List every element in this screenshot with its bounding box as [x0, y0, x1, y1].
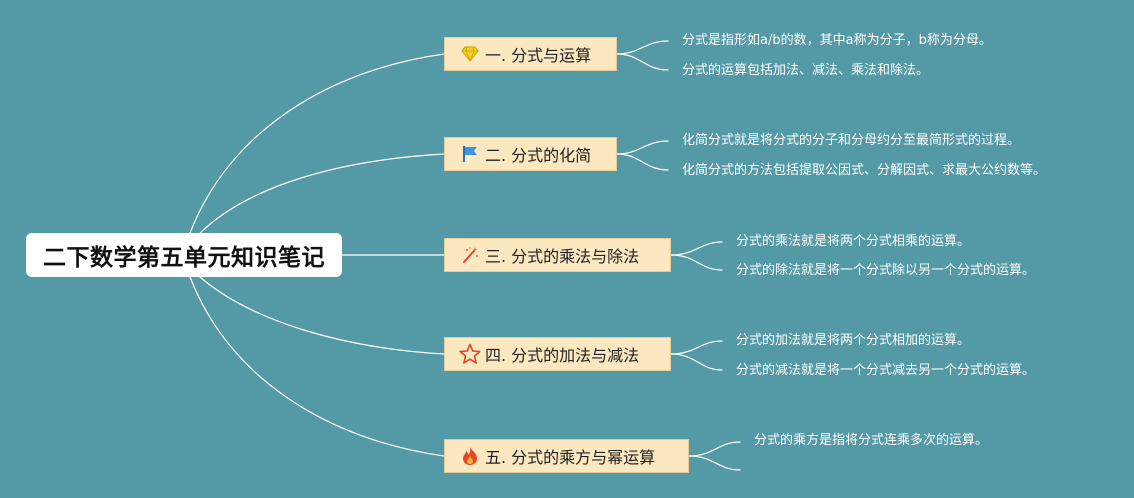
connector-branch-1-leaf-2: [616, 53, 669, 71]
magic-wand-icon: [459, 244, 481, 266]
root-topic[interactable]: 二下数学第五单元知识笔记: [26, 233, 342, 277]
connector-branch-5-leaf-2: [688, 455, 741, 471]
connector-root-branch-4: [199, 276, 445, 355]
branch-label-3: 三. 分式的乘法与除法: [485, 247, 640, 266]
gem-icon: [459, 43, 481, 65]
connector-branch-4-leaf-2: [670, 353, 723, 371]
branch-label-5: 五. 分式的乘方与幂运算: [485, 448, 656, 467]
connector-root-branch-1: [189, 53, 445, 234]
leaf-1-1[interactable]: 分式是指形如a/b的数，其中a称为分子，b称为分母。: [682, 33, 992, 48]
connector-branch-2-leaf-2: [616, 153, 669, 171]
leaf-2-1[interactable]: 化简分式就是将分式的分子和分母约分至最简形式的过程。: [682, 133, 1021, 148]
leaf-3-2[interactable]: 分式的除法就是将一个分式除以另一个分式的运算。: [736, 263, 1036, 278]
connector-branch-1-leaf-1: [616, 40, 669, 55]
leaf-1-2[interactable]: 分式的运算包括加法、减法、乘法和除法。: [682, 63, 930, 78]
leaf-2-2[interactable]: 化简分式的方法包括提取公因式、分解因式、求最大公约数等。: [682, 163, 1047, 178]
connector-branch-3-leaf-1: [670, 241, 723, 256]
root-title: 二下数学第五单元知识笔记: [43, 245, 325, 271]
branch-topic-5[interactable]: 五. 分式的乘方与幂运算: [444, 439, 689, 473]
connector-branch-2-leaf-1: [616, 140, 669, 155]
branch-topic-3[interactable]: 三. 分式的乘法与除法: [444, 238, 671, 272]
branch-topic-4[interactable]: 四. 分式的加法与减法: [444, 337, 671, 371]
branch-label-1: 一. 分式与运算: [485, 46, 592, 65]
branch-topic-1[interactable]: 一. 分式与运算: [444, 37, 617, 71]
star-icon: [459, 343, 481, 365]
connector-branch-3-leaf-2: [670, 254, 723, 271]
connector-root-branch-2: [199, 153, 445, 234]
connector-branch-4-leaf-1: [670, 340, 723, 355]
connector-branch-5-leaf-1: [688, 441, 741, 457]
flag-icon: [459, 143, 481, 165]
leaf-5-1[interactable]: 分式的乘方是指将分式连乘多次的运算。: [754, 433, 989, 448]
fire-icon: [459, 445, 481, 467]
branch-label-4: 四. 分式的加法与减法: [485, 346, 640, 365]
branch-label-2: 二. 分式的化简: [485, 146, 592, 165]
branch-topic-2[interactable]: 二. 分式的化简: [444, 137, 617, 171]
leaf-4-2[interactable]: 分式的减法就是将一个分式减去另一个分式的运算。: [736, 363, 1036, 378]
connector-root-branch-5: [189, 276, 445, 457]
leaf-3-1[interactable]: 分式的乘法就是将两个分式相乘的运算。: [736, 234, 971, 249]
leaf-4-1[interactable]: 分式的加法就是将两个分式相加的运算。: [736, 333, 971, 348]
